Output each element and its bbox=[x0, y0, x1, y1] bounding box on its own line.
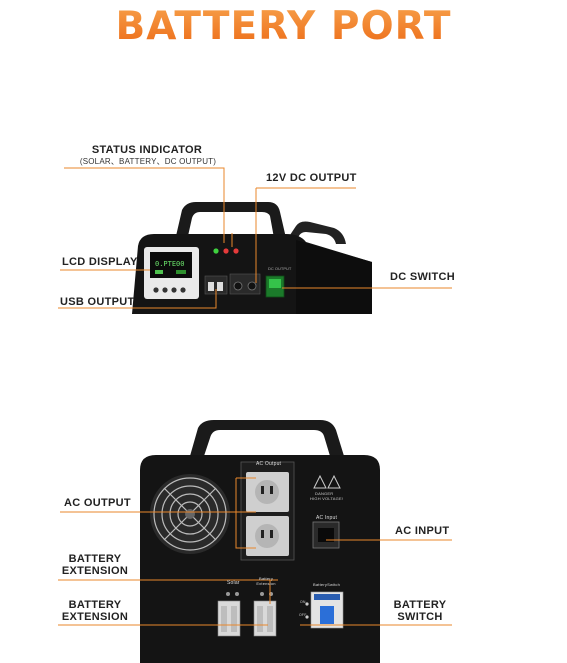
page-title: BATTERY PORT bbox=[0, 4, 567, 49]
label-ac-output: AC OUTPUT bbox=[64, 497, 131, 509]
svg-text:DC OUTPUT: DC OUTPUT bbox=[268, 266, 292, 271]
label-battery-switch-line2: SWITCH bbox=[397, 611, 443, 623]
rear-leader-lines bbox=[58, 477, 452, 626]
label-lcd-display: LCD DISPLAY bbox=[62, 256, 138, 268]
label-battery-switch-line1: BATTERY bbox=[393, 599, 447, 611]
label-ac-input: AC INPUT bbox=[395, 525, 450, 537]
label-status-indicator: STATUS INDICATOR bbox=[91, 144, 203, 156]
label-dc-switch: DC SWITCH bbox=[390, 271, 456, 283]
svg-text:0.PTE: 0.PTE bbox=[155, 260, 176, 268]
panel-danger-text: DANGER bbox=[315, 491, 334, 496]
label-usb-output: USB OUTPUT bbox=[60, 296, 135, 308]
panel-battery-extension-text: Battery Extension bbox=[256, 576, 276, 586]
panel-high-voltage-text: HIGH VOLTAGE! bbox=[310, 496, 344, 501]
status-led-dc bbox=[233, 248, 239, 254]
panel-ac-output-text: AC Output bbox=[256, 461, 282, 467]
panel-battery-switch-text: BatterySwitch bbox=[313, 582, 341, 587]
panel-solar-text: Solar bbox=[227, 580, 240, 586]
front-device: 0.PTE 00 DC OUTPUT bbox=[132, 202, 372, 314]
status-led-solar bbox=[213, 248, 219, 254]
rear-device bbox=[140, 420, 380, 663]
svg-text:00: 00 bbox=[176, 260, 184, 268]
label-battery-extension-1-line1: BATTERY bbox=[68, 553, 122, 565]
status-led-battery bbox=[223, 248, 229, 254]
label-battery-extension-1-line2: EXTENSION bbox=[61, 565, 129, 577]
front-leader-lines bbox=[58, 167, 452, 309]
label-status-indicator-sub: (SOLAR、BATTERY、DC OUTPUT) bbox=[79, 157, 217, 166]
label-battery-extension-2-line2: EXTENSION bbox=[61, 611, 129, 623]
panel-ac-input-text: AC Input bbox=[316, 515, 338, 521]
label-12v-dc-output: 12V DC OUTPUT bbox=[266, 172, 357, 184]
panel-on-text: ON bbox=[300, 600, 306, 604]
panel-off-text: OFF bbox=[299, 613, 307, 617]
label-battery-extension-2-line1: BATTERY bbox=[68, 599, 122, 611]
